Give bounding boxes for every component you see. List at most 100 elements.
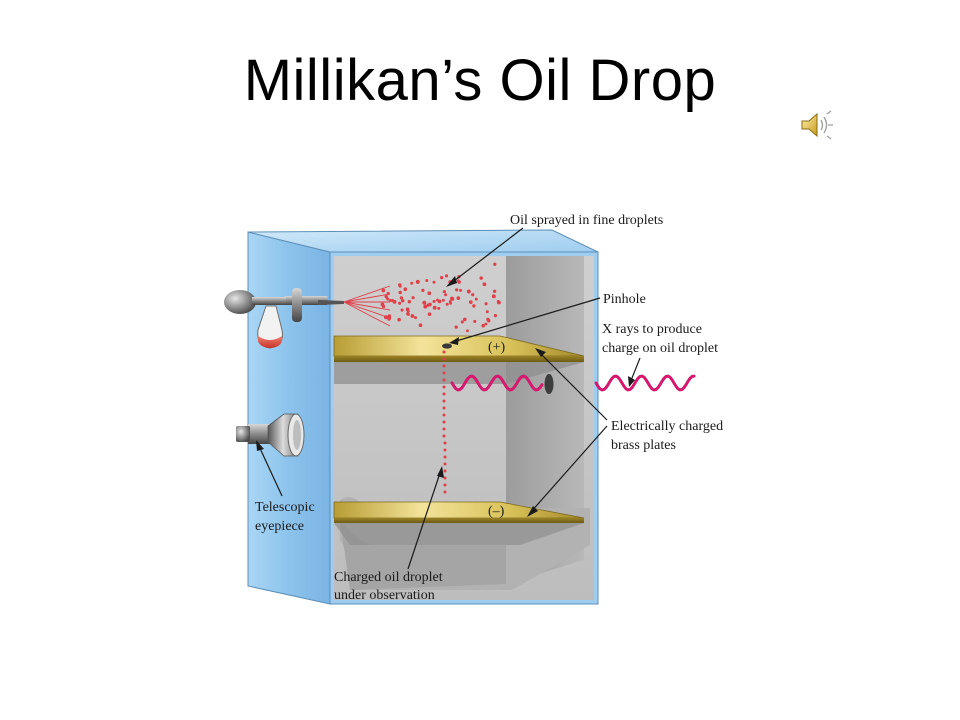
oil-droplet [460, 320, 464, 324]
oil-droplet [418, 323, 423, 328]
oil-droplet [493, 314, 497, 318]
oil-droplet [479, 276, 483, 280]
oil-droplet [444, 274, 449, 278]
oil-droplet [463, 317, 467, 322]
oil-droplet [440, 275, 444, 280]
spray-streak [343, 293, 391, 303]
oil-droplet [398, 290, 402, 295]
oil-droplet [454, 325, 458, 329]
oil-droplet [484, 302, 488, 306]
oil-droplet [435, 298, 439, 302]
oil-droplet [388, 299, 392, 302]
oil-droplet [415, 279, 420, 284]
oil-droplet [496, 300, 501, 305]
oil-droplet [449, 301, 452, 305]
oil-droplet [387, 314, 391, 318]
slide-title: Millikan’s Oil Drop [243, 48, 717, 113]
oil-droplet [492, 289, 497, 293]
falling-droplet [442, 350, 446, 354]
label-xrays-line2: charge on oil droplet [602, 341, 718, 356]
label-oil-sprayed: Oil sprayed in fine droplets [510, 213, 663, 228]
oil-droplet [386, 297, 390, 301]
oil-droplet [456, 296, 461, 300]
falling-droplet [442, 434, 446, 438]
oil-droplet [491, 294, 496, 299]
falling-droplet [442, 420, 446, 424]
spray-streak [343, 285, 391, 303]
oil-droplet [425, 279, 429, 282]
oil-droplet [487, 319, 491, 323]
oil-droplet [474, 297, 478, 301]
x-ray-beam [450, 374, 696, 394]
oil-droplet [381, 304, 386, 309]
falling-droplet [443, 483, 447, 487]
oil-droplet [427, 291, 432, 296]
oil-droplet [432, 299, 436, 303]
falling-droplet [443, 476, 447, 480]
oil-droplet [398, 301, 402, 305]
oil-droplet [398, 283, 402, 287]
spray-streak [343, 301, 391, 319]
oil-droplet [411, 296, 415, 300]
oil-droplet [459, 288, 463, 292]
oil-spray [343, 262, 501, 333]
oil-droplet [399, 296, 404, 300]
falling-droplet [443, 448, 447, 452]
oil-droplet [422, 300, 427, 305]
label-xrays-line1: X rays to produce [602, 322, 702, 337]
oil-droplet [481, 323, 485, 328]
falling-droplet [442, 385, 446, 389]
falling-droplet [442, 427, 446, 431]
plate-sign-positive: (+) [488, 340, 506, 355]
falling-droplet [443, 490, 447, 494]
speaker-icon[interactable] [800, 110, 834, 140]
oil-droplet [432, 280, 436, 284]
oil-droplet [493, 262, 497, 266]
falling-droplet [443, 469, 447, 473]
oil-droplet [485, 310, 489, 314]
falling-droplet [442, 357, 446, 361]
oil-droplet [432, 305, 437, 310]
oil-droplet [441, 298, 445, 302]
oil-droplet [484, 322, 488, 326]
falling-droplet [442, 399, 446, 403]
falling-droplet [443, 462, 447, 466]
oil-droplet [400, 299, 405, 303]
falling-droplet [442, 392, 446, 396]
oil-droplet [442, 290, 447, 294]
spray-streak [343, 301, 391, 327]
oil-droplet [397, 317, 401, 322]
oil-droplet [423, 304, 428, 309]
falling-droplet [443, 455, 447, 459]
falling-droplet [442, 406, 446, 410]
label-droplet-line2: under observation [334, 588, 435, 603]
leader-lines [257, 227, 641, 570]
oil-droplet [482, 282, 487, 287]
oil-droplet [384, 295, 388, 299]
spray-streak [343, 301, 391, 311]
oil-droplet [444, 293, 448, 297]
oil-droplet [427, 312, 432, 316]
oil-droplet [426, 303, 430, 307]
oil-droplet [437, 306, 441, 310]
label-telescope-line1: Telescopic [255, 500, 315, 515]
falling-droplet [443, 441, 447, 445]
label-telescope-line2: eyepiece [255, 519, 304, 534]
oil-droplet [410, 314, 415, 318]
plate-sign-negative: (–) [488, 504, 505, 519]
falling-droplet [442, 413, 446, 417]
atomizer [224, 288, 344, 349]
oil-droplet [471, 293, 475, 297]
oil-droplet [465, 329, 469, 333]
bottom-brass-plate: (–) [333, 501, 585, 545]
oil-droplet [387, 317, 391, 321]
oil-droplet [455, 288, 459, 292]
oil-droplet [468, 300, 473, 304]
oil-droplet [414, 316, 417, 320]
falling-droplet [442, 371, 446, 375]
oil-droplet [450, 296, 454, 301]
oil-droplet [466, 289, 471, 294]
falling-droplet [442, 378, 446, 382]
oil-droplet [391, 298, 395, 303]
oil-droplet [381, 288, 386, 293]
